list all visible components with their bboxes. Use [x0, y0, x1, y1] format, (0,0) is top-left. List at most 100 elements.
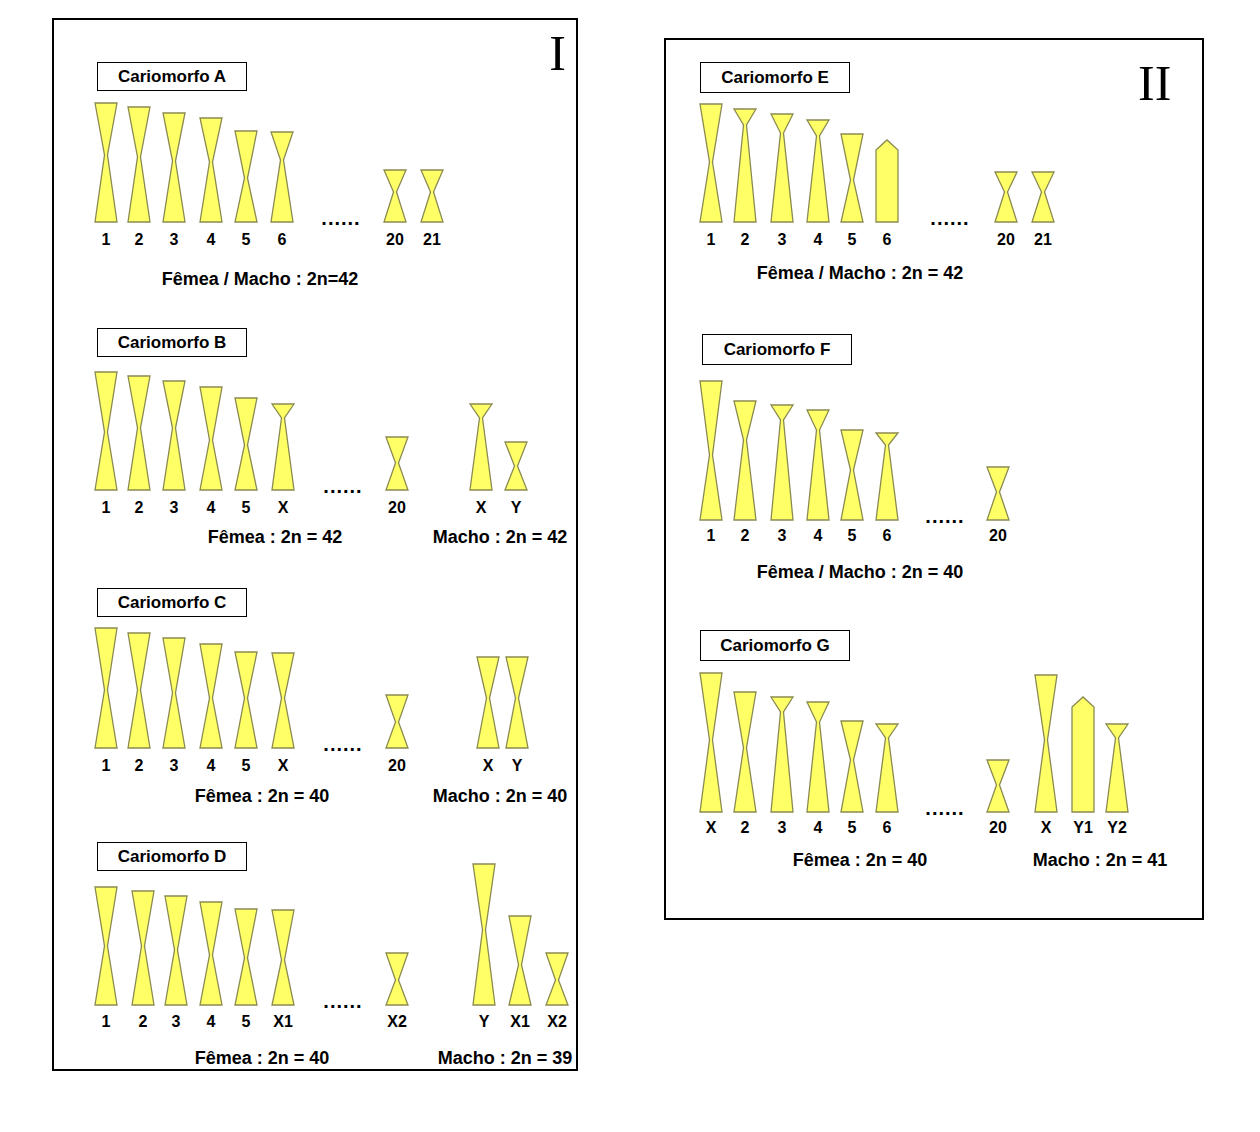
chromosome	[200, 902, 222, 1005]
chromosome-number: 1	[102, 499, 111, 517]
chromosome	[271, 132, 293, 222]
chromosome	[235, 909, 257, 1005]
panel-numeral: I	[549, 28, 566, 78]
chromosome-number: 20	[388, 499, 406, 517]
chromosome-number: 4	[814, 527, 823, 545]
chromosome-number: X	[476, 499, 487, 517]
chromosome-number: 3	[172, 1013, 181, 1031]
karyomorph-label-box: Cariomorfo A	[97, 62, 247, 91]
chromosome-number: 4	[207, 1013, 216, 1031]
chromosome	[987, 467, 1009, 520]
chromosome	[876, 724, 898, 812]
chromosome-number: 20	[989, 819, 1007, 837]
chromosome-number: X	[278, 757, 289, 775]
chromosome	[841, 134, 863, 222]
chromosome-number: 21	[1034, 231, 1052, 249]
karyotype-panel: IICariomorfo ECariomorfo FCariomorfo G	[664, 38, 1204, 920]
chromosome	[700, 104, 722, 222]
chromosome	[200, 118, 222, 222]
chromosome	[505, 442, 527, 490]
chromosome	[771, 114, 793, 222]
diploid-formula: Fêmea : 2n = 42	[208, 527, 343, 548]
chromosome-number: 5	[242, 499, 251, 517]
karyomorph-name: Cariomorfo F	[724, 340, 831, 360]
diploid-formula: Macho : 2n = 40	[433, 786, 568, 807]
chromosome	[734, 692, 756, 812]
chromosome-number: 4	[207, 499, 216, 517]
chromosome	[272, 910, 294, 1005]
chromosome-number: Y2	[1107, 819, 1127, 837]
chromosome-number: 2	[139, 1013, 148, 1031]
ellipsis: ......	[925, 797, 964, 820]
chromosome-number: 1	[102, 757, 111, 775]
chromosome-number: 3	[778, 819, 787, 837]
chromosome	[272, 653, 294, 748]
chromosome-number: 4	[207, 757, 216, 775]
chromosome-number: Y	[511, 499, 522, 517]
chromosome	[700, 673, 722, 812]
chromosome	[473, 864, 495, 1005]
diploid-formula: Macho : 2n = 42	[433, 527, 568, 548]
chromosome	[506, 657, 528, 748]
chromosome	[163, 638, 185, 748]
diploid-formula: Fêmea : 2n = 40	[793, 850, 928, 871]
chromosome-number: 1	[707, 231, 716, 249]
chromosome-number: X	[706, 819, 717, 837]
chromosome	[163, 113, 185, 222]
chromosome	[128, 633, 150, 748]
chromosome-number: X1	[510, 1013, 530, 1031]
chromosome-number: 6	[883, 819, 892, 837]
ellipsis: ......	[930, 207, 969, 230]
chromosome	[95, 628, 117, 748]
chromosome-number: 2	[741, 527, 750, 545]
ellipsis: ......	[321, 207, 360, 230]
chromosome-number: 20	[386, 231, 404, 249]
karyomorph-name: Cariomorfo A	[118, 67, 226, 87]
chromosome-number: 2	[741, 819, 750, 837]
karyomorph-name: Cariomorfo B	[118, 333, 227, 353]
chromosome-number: X2	[387, 1013, 407, 1031]
chromosome	[163, 381, 185, 490]
chromosome	[876, 140, 898, 222]
chromosome	[734, 401, 756, 520]
chromosome-number: 4	[814, 231, 823, 249]
chromosome	[876, 433, 898, 520]
karyomorph-label-box: Cariomorfo C	[97, 588, 247, 617]
chromosome	[1032, 172, 1054, 222]
chromosome-number: X	[278, 499, 289, 517]
chromosome-number: 3	[778, 231, 787, 249]
chromosome-number: 6	[278, 231, 287, 249]
chromosome-number: 1	[707, 527, 716, 545]
ellipsis: ......	[323, 475, 362, 498]
chromosome-number: 6	[883, 231, 892, 249]
chromosome-number: X1	[273, 1013, 293, 1031]
chromosome-number: 20	[989, 527, 1007, 545]
chromosome	[200, 644, 222, 748]
chromosome	[1035, 675, 1057, 812]
chromosome-number: 1	[102, 231, 111, 249]
chromosome-number: 2	[741, 231, 750, 249]
chromosome-number: 6	[883, 527, 892, 545]
chromosome	[734, 109, 756, 222]
chromosome-number: 4	[814, 819, 823, 837]
chromosome	[272, 404, 294, 490]
chromosome-number: Y1	[1073, 819, 1093, 837]
diploid-formula: Fêmea / Macho : 2n = 40	[757, 562, 964, 583]
chromosome-number: 5	[242, 231, 251, 249]
chromosome-number: 5	[242, 757, 251, 775]
karyomorph-name: Cariomorfo G	[720, 636, 830, 656]
chromosome	[807, 410, 829, 520]
chromosome	[128, 376, 150, 490]
chromosome	[771, 405, 793, 520]
chromosome-number: X	[1041, 819, 1052, 837]
chromosome-number: 2	[135, 757, 144, 775]
diploid-formula: Fêmea : 2n = 40	[195, 1048, 330, 1069]
karyomorph-label-box: Cariomorfo G	[700, 630, 850, 661]
karyomorph-label-box: Cariomorfo B	[97, 328, 247, 357]
chromosome	[165, 896, 187, 1005]
chromosome	[546, 953, 568, 1005]
chromosome	[841, 430, 863, 520]
chromosome	[384, 170, 406, 222]
ellipsis: ......	[323, 990, 362, 1013]
